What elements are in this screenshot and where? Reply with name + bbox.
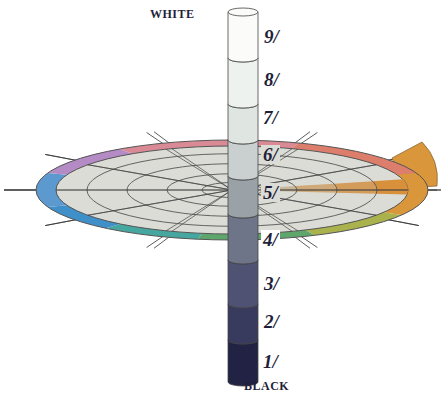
value-segment (228, 104, 258, 144)
chroma-step (295, 184, 337, 193)
value-label: 5/ (261, 183, 280, 202)
end-label: WHITE (150, 8, 195, 20)
value-label: 6/ (261, 145, 280, 164)
value-label: 2/ (262, 312, 281, 331)
value-segment (228, 140, 258, 180)
end-label: BLACK (244, 380, 289, 392)
value-segment (228, 58, 258, 108)
value-label: 9/ (262, 27, 281, 46)
value-segment (228, 260, 258, 308)
value-label: 8/ (262, 70, 281, 89)
value-segment (228, 304, 258, 344)
radial-lines (4, 132, 441, 249)
value-segment (228, 176, 258, 218)
value-segment (228, 214, 258, 264)
chroma-step (373, 179, 408, 194)
value-column (228, 8, 258, 386)
value-label: 7/ (261, 108, 280, 127)
segment-edge (228, 8, 258, 16)
value-label: 1/ (261, 352, 280, 371)
value-label: 4/ (261, 230, 280, 249)
chroma-step (334, 181, 377, 194)
value-segment (228, 12, 258, 62)
value-label: 3/ (262, 274, 281, 293)
